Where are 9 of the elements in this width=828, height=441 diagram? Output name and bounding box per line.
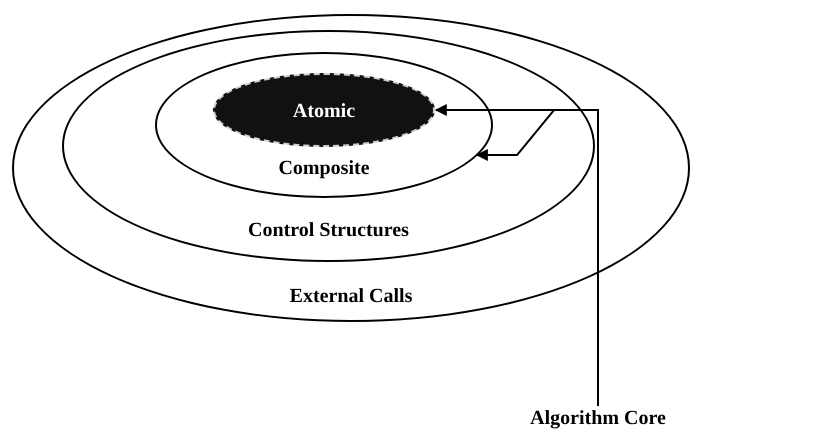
ring-label: External Calls [290, 284, 412, 308]
ring-label: Composite [278, 156, 370, 180]
ring-label: Algorithm Core [530, 406, 666, 430]
ring-ellipse [155, 52, 493, 198]
arrow [476, 109, 599, 406]
ring-ellipse [12, 14, 690, 322]
ring-label: Atomic [292, 99, 356, 123]
ring-label: Control Structures [248, 218, 409, 242]
ring-ellipse [62, 30, 595, 262]
